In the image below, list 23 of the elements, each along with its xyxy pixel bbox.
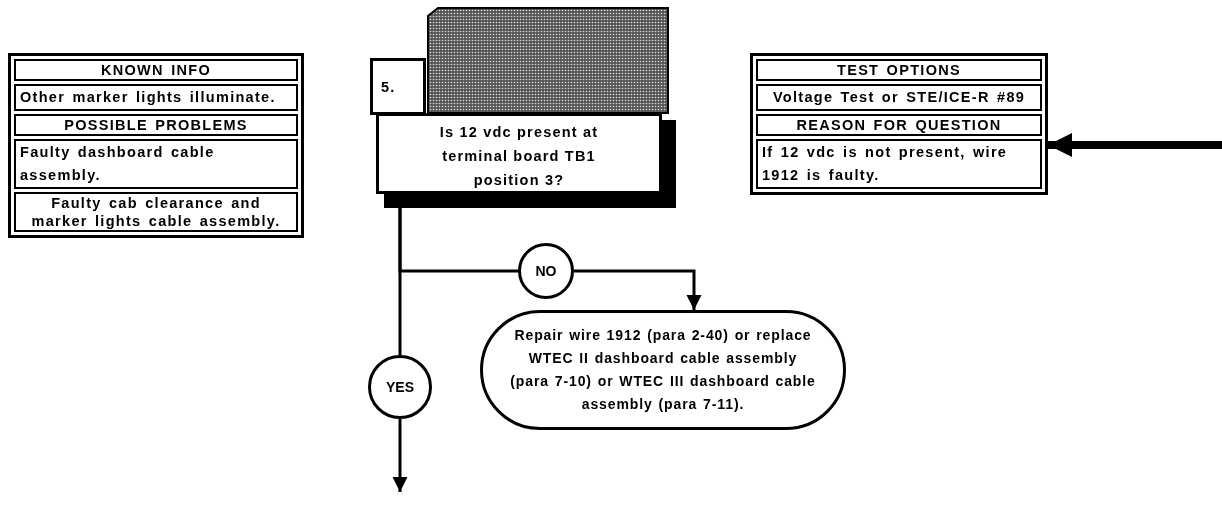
table-header: POSSIBLE PROBLEMS [14, 114, 298, 136]
arrow [574, 269, 702, 310]
info-table [8, 53, 304, 238]
info-table [750, 53, 1048, 195]
question-text: Is 12 vdc present at terminal board TB1 position 3? [376, 113, 662, 194]
arrow [392, 419, 408, 492]
table-cell: Faulty dashboard cable assembly. [14, 139, 298, 189]
step-number: 5. [370, 58, 426, 115]
table-cell: Voltage Test or STE/ICE-R #89 [756, 84, 1042, 111]
connector-line [398, 208, 402, 355]
table-header: KNOWN INFO [14, 59, 298, 81]
action-text: Repair wire 1912 (para 2-40) or replace WTEC II dashboard cable assembly (para 7-10) or WTEC III dashboard cable assembly (para 7-11). [509, 326, 817, 414]
answer-label: NO [535, 263, 557, 279]
arrow [1048, 133, 1222, 157]
question-step [370, 58, 662, 194]
answer-label: YES [386, 379, 414, 395]
table-cell: If 12 vdc is not present, wire 1912 is faulty. [756, 139, 1042, 189]
table-header: TEST OPTIONS [756, 59, 1042, 81]
table-cell: Other marker lights illuminate. [14, 84, 298, 111]
table-header: Faulty cab clearance and marker lights cable assembly. [14, 192, 298, 232]
decision-circle [368, 355, 432, 419]
decision-circle [518, 243, 574, 299]
table-header: REASON FOR QUESTION [756, 114, 1042, 136]
